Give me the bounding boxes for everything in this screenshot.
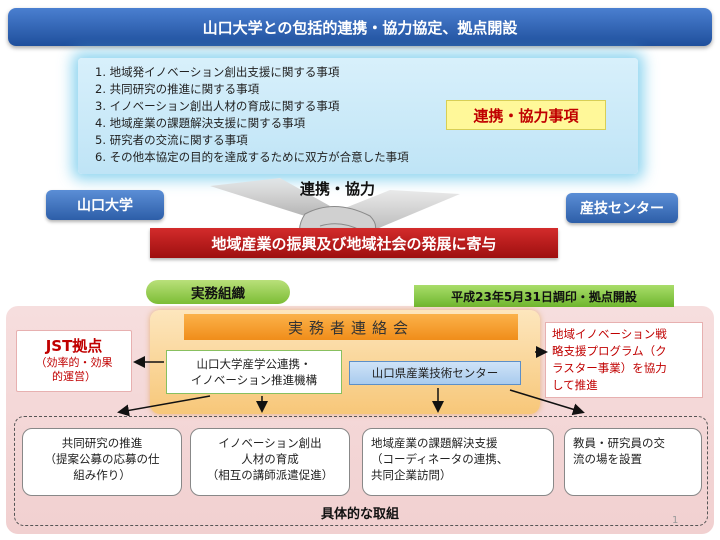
cluster-line-3: ラスター事業）を協力: [552, 361, 667, 375]
page-number: 1: [672, 515, 679, 526]
practical-organization-tag: 実務組織: [146, 280, 290, 304]
yamaguchi-university-badge: 山口大学: [46, 190, 164, 220]
action-3-line-2: （コーディネータの連携、: [371, 452, 509, 466]
kiko-line-2: イノベーション推進機構: [190, 373, 318, 387]
action-1-line-1: 共同研究の推進: [61, 436, 143, 450]
signing-date-tag: 平成23年5月31日調印・拠点開設: [414, 285, 674, 307]
cooperation-label: 連携・協力: [300, 180, 376, 198]
action-human-resources: イノベーション創出 人材の育成 （相互の講師派遣促進）: [190, 428, 350, 496]
item-5: 5. 研究者の交流に関する事項: [95, 133, 248, 147]
action-1-line-3: 組み作り）: [73, 468, 131, 482]
contribution-banner: 地域産業の振興及び地域社会の発展に寄与: [150, 228, 558, 258]
action-2-line-2: 人材の育成: [241, 452, 299, 466]
item-4: 4. 地域産業の課題解決支援に関する事項: [95, 116, 306, 130]
item-2: 2. 共同研究の推進に関する事項: [95, 82, 260, 96]
action-exchange-place: 教員・研究員の交 流の場を設置: [564, 428, 702, 496]
action-problem-solving: 地域産業の課題解決支援 （コーディネータの連携、 共同企業訪問）: [362, 428, 554, 496]
university-innovation-organization: 山口大学産学公連携・ イノベーション推進機構: [166, 350, 342, 394]
cluster-line-2: 略支援プログラム（ク: [552, 344, 667, 358]
jst-base-box: JST拠点 （効率的・効果 的運営）: [16, 330, 132, 392]
cluster-line-1: 地域イノベーション戦: [552, 327, 667, 341]
action-1-line-2: （提案公募の応募の仕: [44, 452, 160, 466]
jst-sub-1: （効率的・効果: [35, 356, 113, 369]
cluster-line-4: して推進: [552, 378, 598, 392]
prefectural-tech-center: 山口県産業技術センター: [349, 361, 521, 385]
action-3-line-1: 地域産業の課題解決支援: [371, 436, 498, 450]
action-2-line-1: イノベーション創出: [218, 436, 322, 450]
item-6: 6. その他本協定の目的を達成するために双方が合意した事項: [95, 150, 409, 164]
cluster-program-box: 地域イノベーション戦 略支援プログラム（ク ラスター事業）を協力 して推進: [545, 322, 703, 398]
cooperation-items-list: 1. 地域発イノベーション創出支援に関する事項 2. 共同研究の推進に関する事項…: [95, 64, 515, 166]
item-3: 3. イノベーション創出人材の育成に関する事項: [95, 99, 340, 113]
action-4-line-2: 流の場を設置: [573, 452, 642, 466]
action-4-line-1: 教員・研究員の交: [573, 436, 665, 450]
action-2-line-3: （相互の講師派遣促進）: [206, 468, 334, 482]
industrial-tech-center-badge: 産技センター: [566, 193, 678, 223]
action-3-line-3: 共同企業訪問）: [371, 468, 452, 482]
cooperation-items-label: 連携・協力事項: [446, 100, 606, 130]
concrete-actions-frame: [14, 416, 708, 526]
concrete-actions-label: 具体的な取組: [320, 507, 399, 522]
liaison-council-title: 実務者連絡会: [184, 314, 518, 340]
kiko-line-1: 山口大学産学公連携・: [196, 357, 312, 371]
item-1: 1. 地域発イノベーション創出支援に関する事項: [95, 65, 340, 79]
action-joint-research: 共同研究の推進 （提案公募の応募の仕 組み作り）: [22, 428, 182, 496]
jst-title: JST拠点: [45, 337, 103, 355]
jst-sub-2: 的運営）: [52, 370, 96, 383]
slide-title: 山口大学との包括的連携・協力協定、拠点開設: [8, 8, 712, 46]
